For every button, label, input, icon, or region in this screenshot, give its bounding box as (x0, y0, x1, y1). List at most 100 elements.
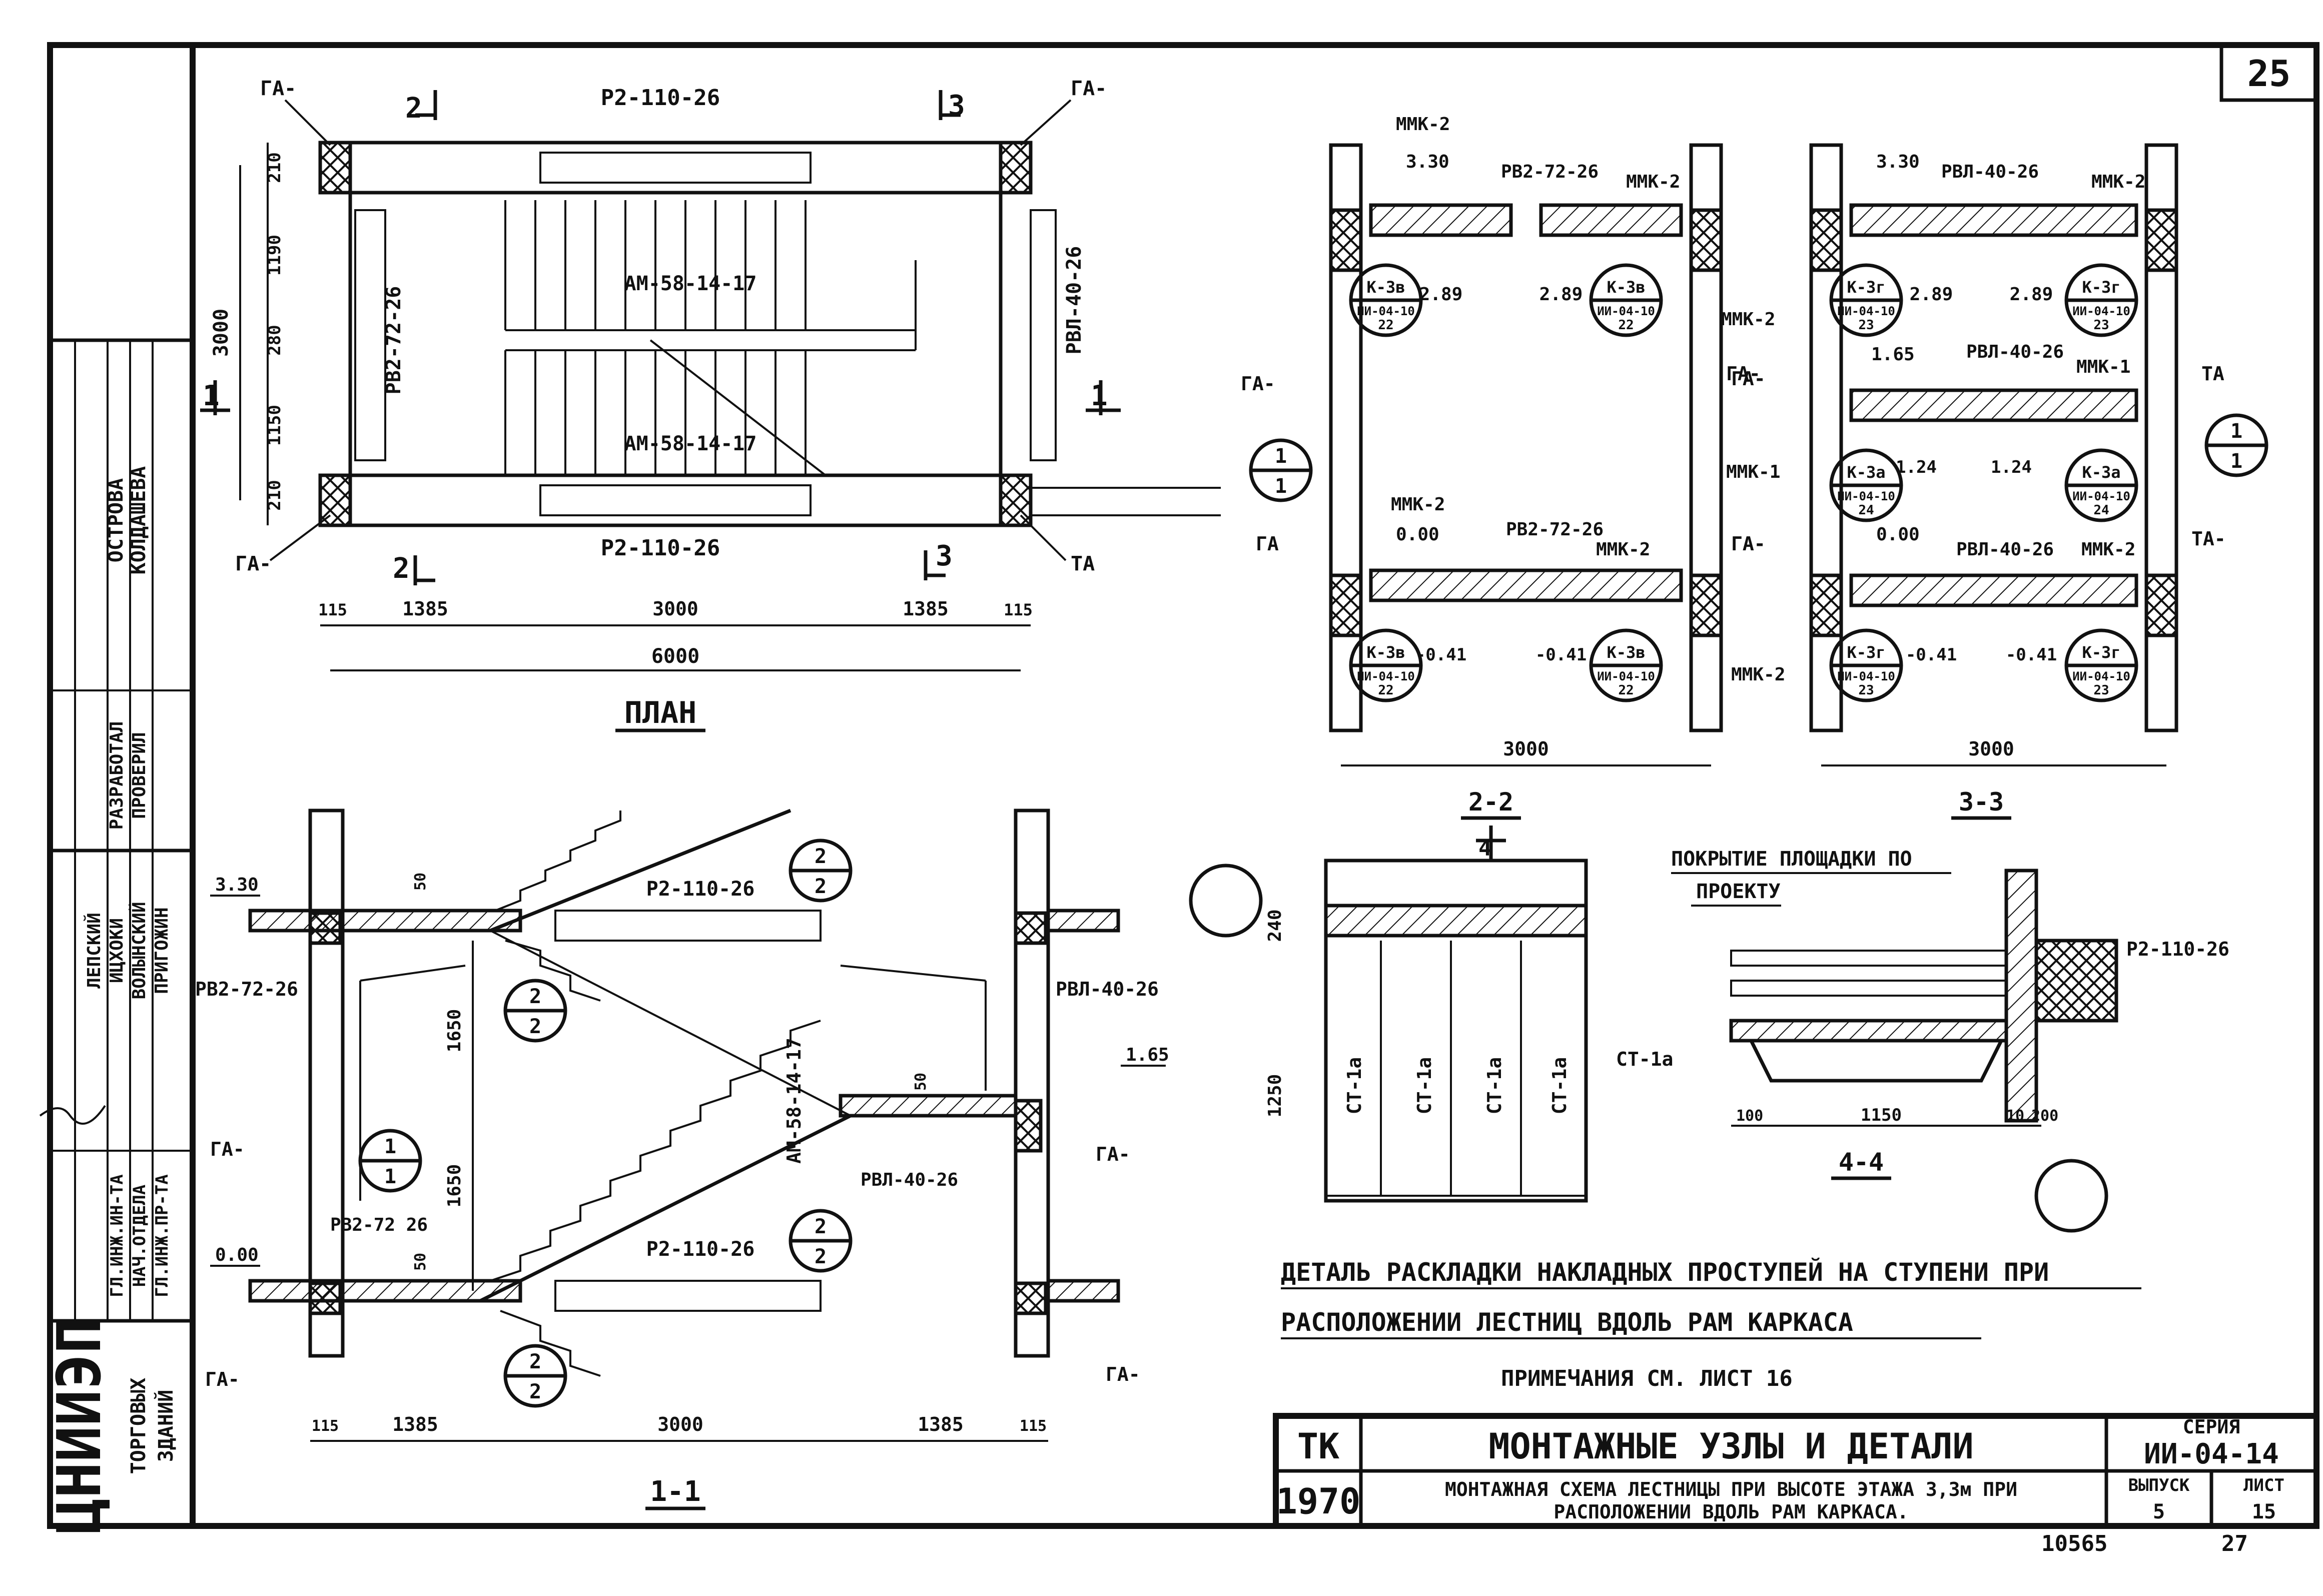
tb-issue: 5 (2153, 1500, 2165, 1523)
s33-node1-n: 23 (2093, 318, 2109, 333)
s33-node0-k: К-3г (1847, 278, 1885, 297)
s33-node3-n: 24 (2093, 503, 2109, 518)
s33-rvl-mid: РВЛ-40-26 (1966, 342, 2064, 362)
s11-c3-top: 2 (815, 1215, 827, 1238)
plan-rv2-left: РВ2-72-26 (382, 286, 405, 395)
s11-ga-bl: ГА- (205, 1368, 240, 1390)
s33-node3-k: К-3а (2082, 463, 2120, 482)
s22-dim: 3000 (1503, 738, 1549, 760)
s22-node3-n: 22 (1618, 683, 1634, 698)
s33-rvl-bot: РВЛ-40-26 (1956, 539, 2054, 560)
stamp-role2-0: РАЗРАБОТАЛ (107, 721, 127, 830)
s11-h1650b: 1650 (444, 1164, 465, 1208)
s22-d041b: -0.41 (1535, 645, 1587, 665)
plan-sec2-top: 2 (405, 92, 422, 125)
tb-series-label: СЕРИЯ (2183, 1416, 2240, 1438)
s33-node2-s: ИИ-04-10 (1837, 489, 1895, 503)
s22-node2-s: ИИ-04-10 (1357, 669, 1415, 683)
s33-node0-s: ИИ-04-10 (1837, 304, 1895, 318)
s22-d289a: 2.89 (1419, 284, 1463, 305)
d44-d1: 100 (1736, 1107, 1763, 1125)
tb-subtitle-1: МОНТАЖНАЯ СХЕМА ЛЕСТНИЦЫ ПРИ ВЫСОТЕ ЭТАЖ… (1445, 1478, 2017, 1500)
plan-ga-tl: ГА- (260, 77, 296, 100)
s11-dim-h-4: 115 (1020, 1417, 1047, 1435)
s11-ga-left: ГА- (210, 1138, 245, 1160)
s22-node2-n: 22 (1378, 683, 1393, 698)
stamp-name-3: ПРИГОЖИН (152, 907, 172, 994)
tb-tk: ТК (1297, 1426, 1339, 1467)
s33-node4-n: 23 (1858, 683, 1874, 698)
tb-series: ИИ-04-14 (2144, 1438, 2279, 1470)
s11-c4-bot: 2 (529, 1380, 541, 1403)
plan-dim-h-1: 1385 (402, 598, 448, 620)
s33-node4-k: К-3г (1847, 643, 1885, 662)
s11-h1650a: 1650 (444, 1009, 465, 1053)
s33-ga-l2: ГА- (1731, 533, 1766, 555)
s33-mmk2-r: ММК-2 (2081, 539, 2135, 560)
plan-dim-h-3: 1385 (903, 598, 949, 620)
s22-caption: 2-2 (1468, 787, 1513, 817)
d44-note-2: ПРОЕКТУ (1696, 880, 1781, 903)
s33-circle-top: 1 (2230, 420, 2242, 443)
stamp-org: ЦНИИЭП (45, 1317, 115, 1534)
d44-beam: Р2-110-26 (2126, 938, 2229, 960)
s33-circle-bot: 1 (2230, 450, 2242, 473)
s22-elev-top: 3.30 (1406, 152, 1449, 172)
s22-mmk-mr: ММК-2 (1596, 539, 1650, 560)
plan-dim-v-2: 280 (265, 325, 285, 355)
plan-dim-v-0: 210 (265, 152, 285, 183)
plan-rvl-right: РВЛ-40-26 (1063, 246, 1086, 355)
s11-beam-bot: Р2-110-26 (646, 1238, 755, 1261)
plan-beam-top: Р2-110-26 (601, 85, 720, 111)
plan-dim-v-4: 210 (265, 480, 285, 510)
s22-node0-n: 22 (1378, 318, 1393, 333)
s33-elev-bot: 0.00 (1876, 524, 1920, 545)
s11-rvl-right2: РВЛ-40-26 (861, 1170, 958, 1190)
s22-ga-br: ГА- (1731, 533, 1766, 555)
caption-detail-1: ДЕТАЛЬ РАСКЛАДКИ НАКЛАДНЫХ ПРОСТУПЕЙ НА … (1281, 1257, 2049, 1287)
detail-steps: 4 240 1250 СТ-1а СТ-1а СТ-1а СТ-1а (1189, 826, 1588, 1203)
s33-ta-r: ТА (2201, 363, 2224, 385)
plan-sec1-right: 1 (1091, 380, 1108, 412)
s33-node1-s: ИИ-04-10 (2072, 304, 2130, 318)
s11-elev-bot: 0.00 (215, 1245, 259, 1265)
section-2-2: ММК-2 3.30 РВ2-72-26 ММК-2 2.89 2.89 ГА-… (1241, 114, 1785, 820)
ds-st-2: СТ-1а (1483, 1057, 1505, 1114)
s22-circle-top: 1 (1275, 445, 1287, 468)
s33-node2-k: К-3а (1847, 463, 1885, 482)
s11-rvl-right: РВЛ-40-26 (1056, 978, 1159, 1000)
s33-rvl-top: РВЛ-40-26 (1941, 162, 2039, 182)
tb-subtitle-2: РАСПОЛОЖЕНИИ ВДОЛЬ РАМ КАРКАСА. (1554, 1501, 1908, 1523)
stamp-name2-1: КОЛДАШЕВА (127, 466, 150, 575)
s22-node0-k: К-3в (1366, 278, 1405, 297)
tb-issue-label: ВЫПУСК (2128, 1475, 2190, 1495)
s22-d041a: -0.41 (1415, 645, 1466, 665)
d44-st: СТ-1а (1616, 1048, 1673, 1070)
section-3-3: 3.30 РВЛ-40-26 ММК-2 2.89 2.89 1.65 РВЛ-… (1726, 143, 2268, 820)
s22-node2-k: К-3в (1366, 643, 1405, 662)
plan-dim-h-0: 115 (318, 600, 347, 619)
plan-flight-2: АМ-58-14-17 (624, 432, 757, 455)
s22-node0-s: ИИ-04-10 (1357, 304, 1415, 318)
d44-d2: 1150 (1861, 1105, 1902, 1125)
s11-c1-bot: 2 (529, 1015, 541, 1038)
s11-elev-top: 3.30 (215, 875, 259, 895)
s11-d50c: 50 (412, 1253, 429, 1271)
s22-circle-bot: 1 (1275, 475, 1287, 498)
sheet-number: 25 (2247, 53, 2291, 95)
s22-node1-k: К-3в (1607, 278, 1645, 297)
s33-node4-s: ИИ-04-10 (1837, 669, 1895, 683)
s11-dim-h-2: 3000 (657, 1413, 703, 1435)
s22-rv2-top: РВ2-72-26 (1501, 162, 1599, 182)
caption-detail-2: РАСПОЛОЖЕНИИ ЛЕСТНИЦ ВДОЛЬ РАМ КАРКАСА (1281, 1308, 1853, 1337)
plan-ga-tr: ГА- (1071, 77, 1107, 100)
s11-dim-h-1: 1385 (392, 1413, 438, 1435)
plan-dim-h-2: 3000 (652, 598, 698, 620)
s11-c0-top: 2 (815, 845, 827, 868)
s33-ta-r2: ТА- (2191, 528, 2226, 550)
tb-sheet: 15 (2252, 1500, 2276, 1523)
s22-mmk-ml: ММК-2 (1391, 494, 1445, 515)
plan-sec3-bot: 3 (936, 540, 953, 572)
plan-ga-bl: ГА- (235, 552, 271, 575)
s33-caption: 3-3 (1959, 787, 2004, 817)
